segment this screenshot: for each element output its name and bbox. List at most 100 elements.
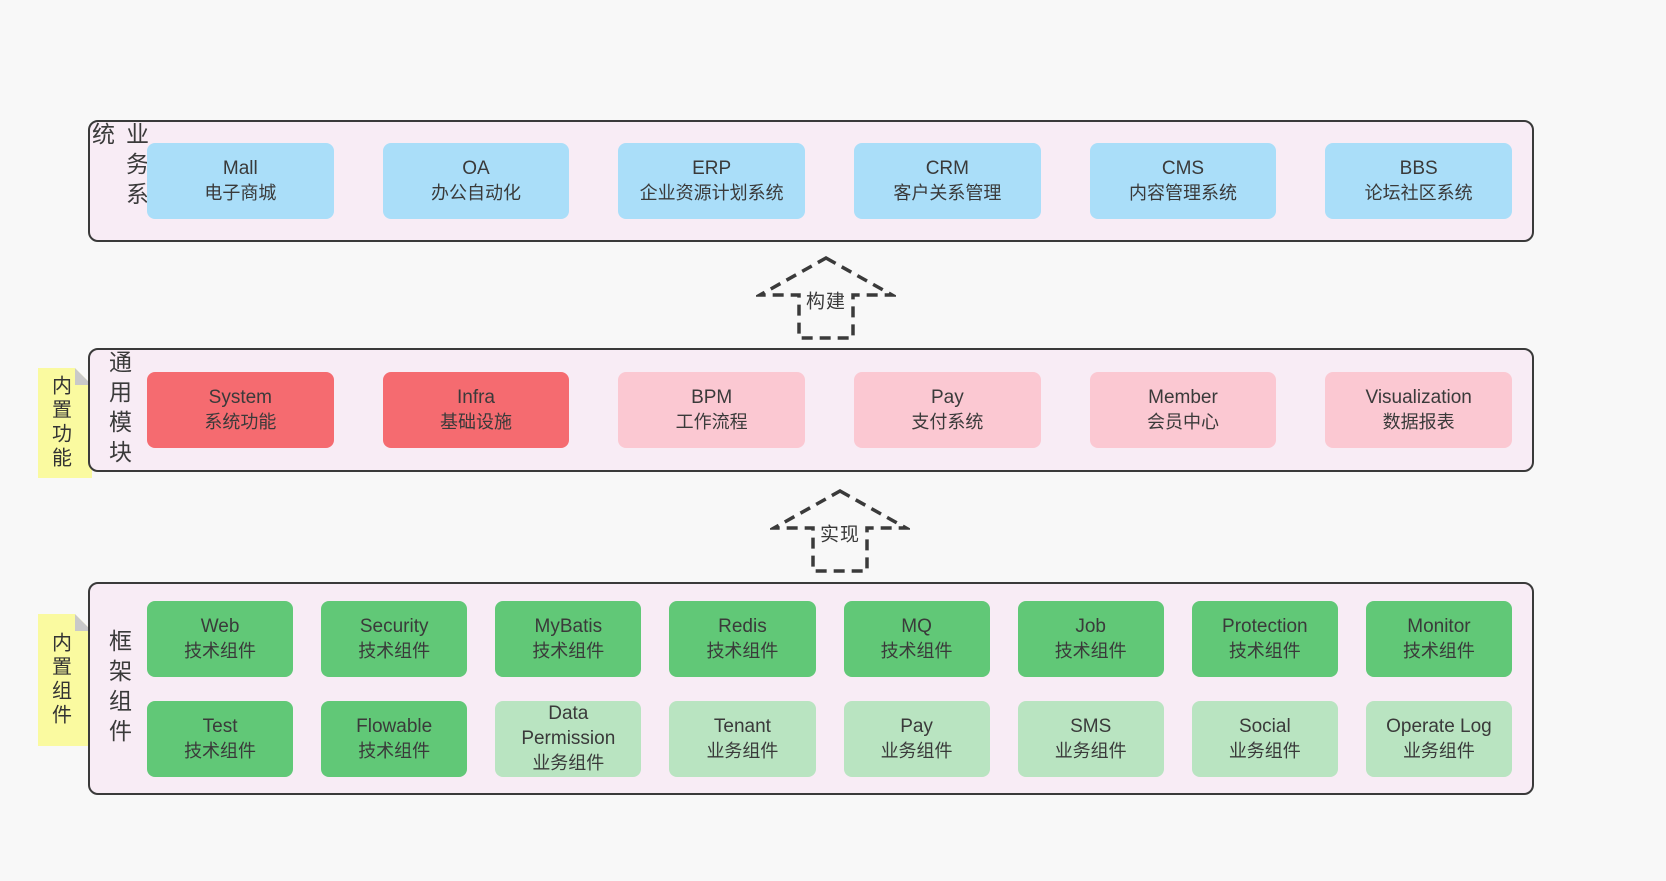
box-title: Monitor <box>1407 615 1471 637</box>
box-subtitle: 业务组件 <box>532 753 605 773</box>
box-flowable: Flowable 技术组件 <box>321 700 468 777</box>
box-bbs: BBS 论坛社区系统 <box>1325 143 1512 219</box>
box-title: Security <box>359 615 429 637</box>
box-title: Test <box>202 715 238 737</box>
box-operate-log: Operate Log 业务组件 <box>1365 700 1512 777</box>
box-subtitle: 技术组件 <box>358 740 431 761</box>
common-modules-boxes: System 系统功能 Infra 基础设施 BPM 工作流程 Pay 支付系统 Member 会… <box>147 372 1512 448</box>
box-subtitle: 业务组件 <box>1054 740 1127 761</box>
sticky-note-builtin-components: 内置组件 <box>38 614 92 746</box>
implement-arrow-label: 实现 <box>817 518 863 548</box>
box-subtitle: 业务组件 <box>1228 740 1301 761</box>
box-subtitle: 客户关系管理 <box>893 183 1002 203</box>
box-redis: Redis 技术组件 <box>669 600 816 677</box>
box-subtitle: 技术组件 <box>1402 640 1475 661</box>
build-arrow: 构建 <box>756 254 896 342</box>
box-title: Pay <box>900 715 933 737</box>
sticky-note-text: 内置组件 <box>48 632 71 728</box>
box-pay: Pay 业务组件 <box>843 700 990 777</box>
up-arrow-icon <box>770 488 910 573</box>
box-title: Web <box>200 615 240 637</box>
box-title: Tenant <box>713 715 771 737</box>
box-subtitle: 技术组件 <box>184 740 257 761</box>
box-subtitle: 技术组件 <box>532 640 605 661</box>
box-mq: MQ 技术组件 <box>843 600 990 677</box>
box-subtitle: 技术组件 <box>880 640 953 661</box>
box-crm: CRM 客户关系管理 <box>854 143 1041 219</box>
box-title: System <box>208 387 272 408</box>
sticky-note-builtin-features: 内置功能 <box>38 368 92 478</box>
box-subtitle: 论坛社区系统 <box>1364 183 1473 203</box>
box-title: CMS <box>1161 158 1205 179</box>
box-subtitle: 工作流程 <box>675 412 748 432</box>
box-social: Social 业务组件 <box>1191 700 1338 777</box>
box-title: Data Permission <box>521 703 616 749</box>
box-web: Web 技术组件 <box>147 600 294 677</box>
box-job: Job 技术组件 <box>1017 600 1164 677</box>
box-title: Member <box>1148 387 1218 408</box>
box-subtitle: 基础设施 <box>439 412 512 432</box>
box-system: System 系统功能 <box>147 372 334 448</box>
box-title: MQ <box>901 615 932 637</box>
layer-framework-components-label: 框架组件 <box>105 628 132 749</box>
box-title: Flowable <box>356 715 433 737</box>
box-title: Pay <box>930 387 964 408</box>
box-subtitle: 系统功能 <box>204 412 277 432</box>
box-protection: Protection 技术组件 <box>1191 600 1338 677</box>
box-mall: Mall 电子商城 <box>147 143 334 219</box>
implement-arrow: 实现 <box>770 487 910 575</box>
box-subtitle: 电子商城 <box>204 183 277 203</box>
box-security: Security 技术组件 <box>321 600 468 677</box>
box-visualization: Visualization 数据报表 <box>1325 372 1512 448</box>
box-title: Visualization <box>1365 387 1472 408</box>
up-arrow-icon <box>756 255 896 340</box>
build-arrow-label: 构建 <box>803 285 849 315</box>
box-subtitle: 支付系统 <box>911 412 984 432</box>
box-monitor: Monitor 技术组件 <box>1365 600 1512 677</box>
box-cms: CMS 内容管理系统 <box>1089 143 1277 219</box>
box-subtitle: 会员中心 <box>1146 412 1219 432</box>
layer-common-modules-label: 通用模块 <box>105 350 132 470</box>
box-subtitle: 技术组件 <box>1228 640 1301 661</box>
box-subtitle: 企业资源计划系统 <box>639 183 784 203</box>
box-subtitle: 业务组件 <box>880 740 953 761</box>
box-tenant: Tenant 业务组件 <box>669 700 816 777</box>
box-subtitle: 数据报表 <box>1382 412 1455 432</box>
box-subtitle: 业务组件 <box>1402 740 1475 761</box>
box-test: Test 技术组件 <box>147 700 294 777</box>
box-title: ERP <box>692 158 732 179</box>
box-title: Mall <box>222 158 258 179</box>
layer-business-systems-label: 业务系统 <box>88 122 149 212</box>
box-title: BPM <box>691 387 733 408</box>
box-subtitle: 内容管理系统 <box>1128 183 1237 203</box>
box-infra: Infra 基础设施 <box>382 372 570 448</box>
box-subtitle: 业务组件 <box>706 740 779 761</box>
sticky-note-text: 内置功能 <box>48 375 71 471</box>
box-title: CRM <box>925 158 969 179</box>
box-title: Operate Log <box>1386 715 1492 737</box>
box-pay: Pay 支付系统 <box>854 372 1041 448</box>
box-title: Job <box>1075 615 1106 637</box>
layer-common-modules: 通用模块 System 系统功能 Infra 基础设施 BPM 工作流程 Pay 支付系统 Me… <box>88 348 1534 472</box>
box-title: Social <box>1238 715 1291 737</box>
box-subtitle: 技术组件 <box>358 640 431 661</box>
box-subtitle: 技术组件 <box>706 640 779 661</box>
box-title: OA <box>462 158 490 179</box>
box-subtitle: 技术组件 <box>184 640 257 661</box>
box-title: Protection <box>1222 615 1308 637</box>
box-erp: ERP 企业资源计划系统 <box>618 143 805 219</box>
box-title: BBS <box>1399 158 1438 179</box>
box-title: MyBatis <box>534 615 603 637</box>
box-title: Redis <box>718 615 767 637</box>
box-member: Member 会员中心 <box>1089 372 1277 448</box>
box-bpm: BPM 工作流程 <box>618 372 805 448</box>
box-subtitle: 技术组件 <box>1054 640 1127 661</box>
box-title: Infra <box>456 387 495 408</box>
